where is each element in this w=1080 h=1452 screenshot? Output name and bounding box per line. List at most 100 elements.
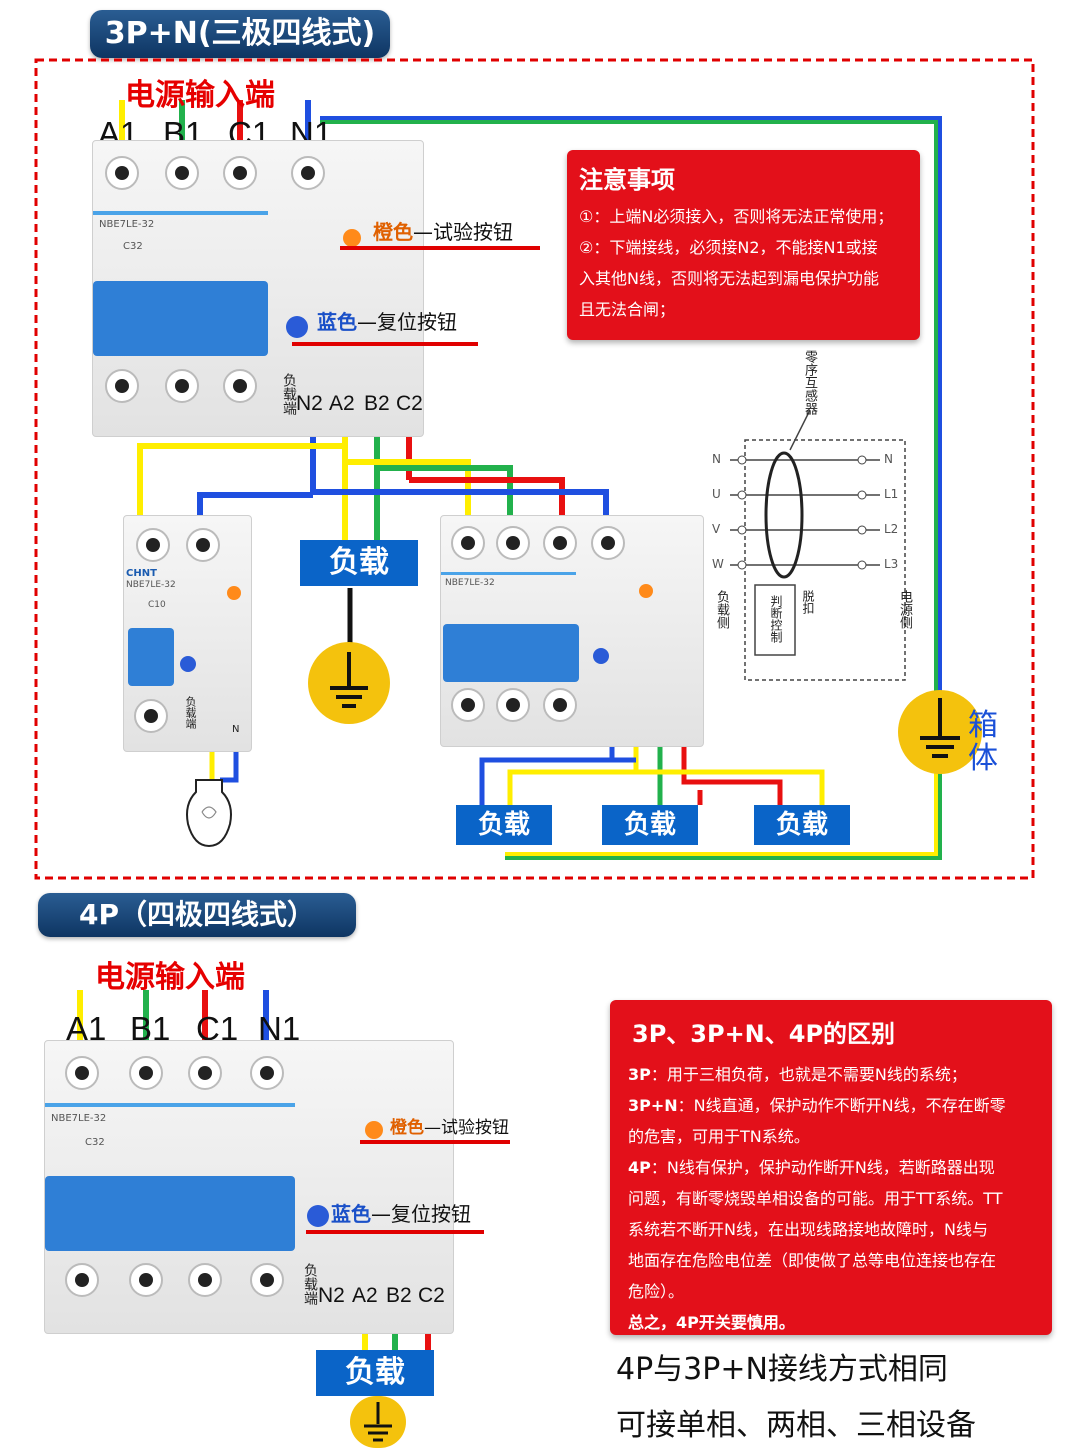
breaker-model: NBE7LE-32 — [99, 219, 155, 230]
footer-line-2: 可接单相、两相、三相设备 — [616, 1408, 976, 1443]
reset-button-label: 蓝色—复位按钮 — [317, 310, 457, 334]
box-ground-label-2: 体 — [968, 741, 998, 776]
screw — [223, 156, 257, 190]
schematic-left-v: V — [712, 522, 721, 536]
screw — [591, 526, 625, 560]
load-side-caption: 负载侧 — [714, 590, 729, 629]
breaker-lever[interactable] — [93, 281, 268, 356]
screw — [496, 526, 530, 560]
section2-title: 4P（四极四线式） — [38, 893, 356, 937]
small-n-label: N — [232, 724, 240, 735]
light-bulb-icon — [186, 779, 232, 848]
terminal-a2-2: A2 — [352, 1284, 378, 1307]
load-box-1: 负载 — [456, 805, 552, 845]
note-line: 且无法合闸； — [579, 300, 676, 319]
reset-button[interactable] — [307, 1205, 329, 1227]
power-side-caption: 电源侧 — [897, 590, 912, 629]
judge-label: 判断控制 — [769, 595, 783, 643]
reset-underline — [292, 342, 478, 346]
screw — [250, 1056, 284, 1090]
main-breaker-4p: NBE7LE-32 C32 负载端 — [44, 1040, 454, 1334]
screw — [129, 1056, 163, 1090]
box-ground-icon — [898, 690, 982, 774]
screw — [105, 156, 139, 190]
difference-title: 3P、3P+N、4P的区别 — [632, 1020, 896, 1048]
screw — [65, 1263, 99, 1297]
box-ground-label-1: 箱 — [968, 708, 998, 743]
screw — [451, 688, 485, 722]
difference-panel: 3P、3P+N、4P的区别 3P：用于三相负荷，也就是不需要N线的系统； 3P+… — [610, 1000, 1052, 1335]
diff-line: 3P+N：N线直通，保护动作不断开N线，不存在断零 — [628, 1096, 1006, 1115]
screw — [129, 1263, 163, 1297]
test-underline — [340, 246, 540, 250]
notes-panel: 注意事项 ①：上端N必须接入，否则将无法正常使用； ②：下端接线，必须接N2，不… — [567, 150, 920, 340]
screw — [186, 528, 220, 562]
breaker-lever-2[interactable] — [45, 1176, 295, 1251]
load-box-3: 负载 — [754, 805, 850, 845]
small-breaker-model: NBE7LE-32 — [126, 580, 176, 590]
right-breaker: NBE7LE-32 — [440, 515, 704, 747]
screw — [496, 688, 530, 722]
screw — [291, 156, 325, 190]
schematic-left-u: U — [712, 487, 721, 501]
sensor-label: 零序互感器 — [802, 350, 817, 415]
breaker-rating-2: C32 — [85, 1137, 105, 1148]
terminal-c2: C2 — [396, 392, 423, 415]
footer-line-1: 4P与3P+N接线方式相同 — [616, 1352, 948, 1387]
terminal-n2: N2 — [296, 392, 323, 415]
trip-label: 脱扣 — [801, 590, 815, 614]
load-box-bottom: 负载 — [316, 1350, 434, 1396]
screw — [250, 1263, 284, 1297]
schematic-left-n: N — [712, 452, 721, 466]
test-button[interactable] — [639, 584, 653, 598]
small-breaker-brand: CHNT — [126, 568, 157, 579]
diff-line: 3P：用于三相负荷，也就是不需要N线的系统； — [628, 1065, 967, 1084]
diff-line: 4P：N线有保护，保护动作断开N线，若断路器出现 — [628, 1158, 995, 1177]
screw — [65, 1056, 99, 1090]
note-line: ②：下端接线，必须接N2，不能接N1或接 — [579, 238, 878, 257]
terminal-b2-2: B2 — [386, 1284, 412, 1307]
load-side-label: 负载端 — [281, 373, 297, 415]
reset-button[interactable] — [180, 656, 196, 672]
power-input-label: 电源输入端 — [125, 78, 275, 113]
small-breaker: CHNT NBE7LE-32 C10 负载端 N — [123, 515, 252, 752]
screw — [165, 369, 199, 403]
test-button[interactable] — [227, 586, 241, 600]
terminal-c2-2: C2 — [418, 1284, 445, 1307]
diff-line: 问题，有断零烧毁单相设备的可能。用于TT系统。TT — [628, 1189, 1003, 1208]
load-box-2: 负载 — [602, 805, 698, 845]
reset-button[interactable] — [593, 648, 609, 664]
diff-line: 危险）。 — [628, 1282, 685, 1301]
small-breaker-lever[interactable] — [128, 628, 174, 686]
right-breaker-lever[interactable] — [443, 624, 579, 682]
schematic-left-w: W — [712, 557, 724, 571]
load-side-label-2: 负载端 — [302, 1263, 318, 1305]
screw — [543, 526, 577, 560]
note-line: ①：上端N必须接入，否则将无法正常使用； — [579, 207, 894, 226]
diff-line: 地面存在危险电位差（即使做了总等电位连接也存在 — [628, 1251, 997, 1270]
power-input-label-2: 电源输入端 — [95, 960, 245, 995]
terminal-b2: B2 — [364, 392, 390, 415]
test-underline-2 — [360, 1140, 510, 1144]
screw — [165, 156, 199, 190]
screw — [105, 369, 139, 403]
screw — [543, 688, 577, 722]
test-button[interactable] — [343, 229, 361, 247]
breaker-model-2: NBE7LE-32 — [51, 1113, 107, 1124]
screw — [188, 1263, 222, 1297]
reset-button-label-2: 蓝色—复位按钮 — [331, 1202, 471, 1226]
schematic-right-n: N — [884, 452, 893, 466]
screw — [136, 528, 170, 562]
ground-icon — [308, 642, 390, 724]
reset-button[interactable] — [286, 316, 308, 338]
screw — [451, 526, 485, 560]
breaker-rating: C32 — [123, 241, 143, 252]
schematic-right-l2: L2 — [884, 522, 899, 536]
schematic-right-l1: L1 — [884, 487, 899, 501]
diff-line: 系统若不断开N线，在出现线路接地故障时，N线与 — [628, 1220, 988, 1239]
note-line: 入其他N线，否则将无法起到漏电保护功能 — [579, 269, 879, 288]
schematic-right-l3: L3 — [884, 557, 899, 571]
reset-underline-2 — [306, 1230, 484, 1234]
screw — [223, 369, 257, 403]
test-button[interactable] — [365, 1121, 383, 1139]
